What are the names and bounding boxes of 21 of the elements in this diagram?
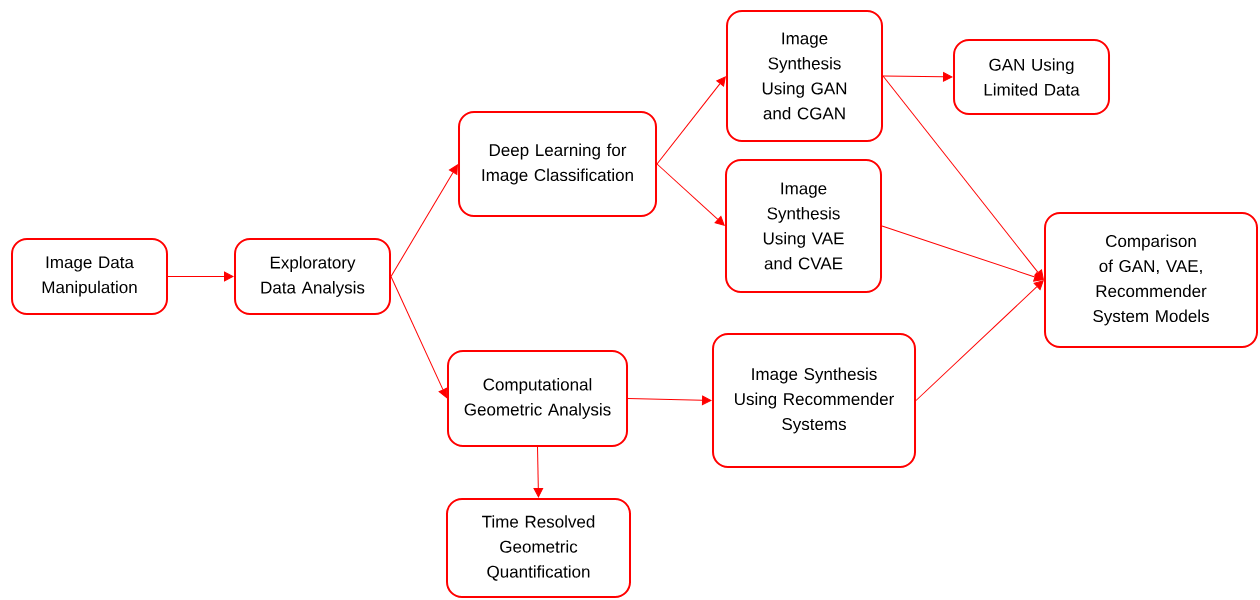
process-box: Exploratory Data Analysis — [234, 238, 391, 315]
process-box: Comparison of GAN, VAE, Recommender System Models — [1044, 212, 1258, 348]
arrow — [390, 164, 458, 277]
process-box: GAN Using Limited Data — [953, 39, 1110, 115]
process-box: Image Data Manipulation — [11, 238, 168, 315]
process-box: Time Resolved Geometric Quantification — [446, 498, 631, 598]
arrow — [390, 276, 448, 398]
arrow — [656, 76, 726, 165]
arrow — [882, 75, 1044, 280]
process-box: Image Synthesis Using GAN and CGAN — [726, 10, 883, 142]
process-box: Image Synthesis Using Recommender Systems — [712, 333, 916, 468]
arrow — [627, 395, 712, 406]
arrow — [915, 280, 1044, 401]
arrow — [882, 72, 953, 82]
process-box: Image Synthesis Using VAE and CVAE — [725, 159, 882, 293]
arrow — [533, 446, 544, 498]
arrow — [167, 271, 234, 282]
arrow — [881, 225, 1044, 282]
arrow — [656, 163, 725, 226]
process-box: Computational Geometric Analysis — [447, 350, 628, 447]
process-box: Deep Learning for Image Classification — [458, 111, 657, 217]
